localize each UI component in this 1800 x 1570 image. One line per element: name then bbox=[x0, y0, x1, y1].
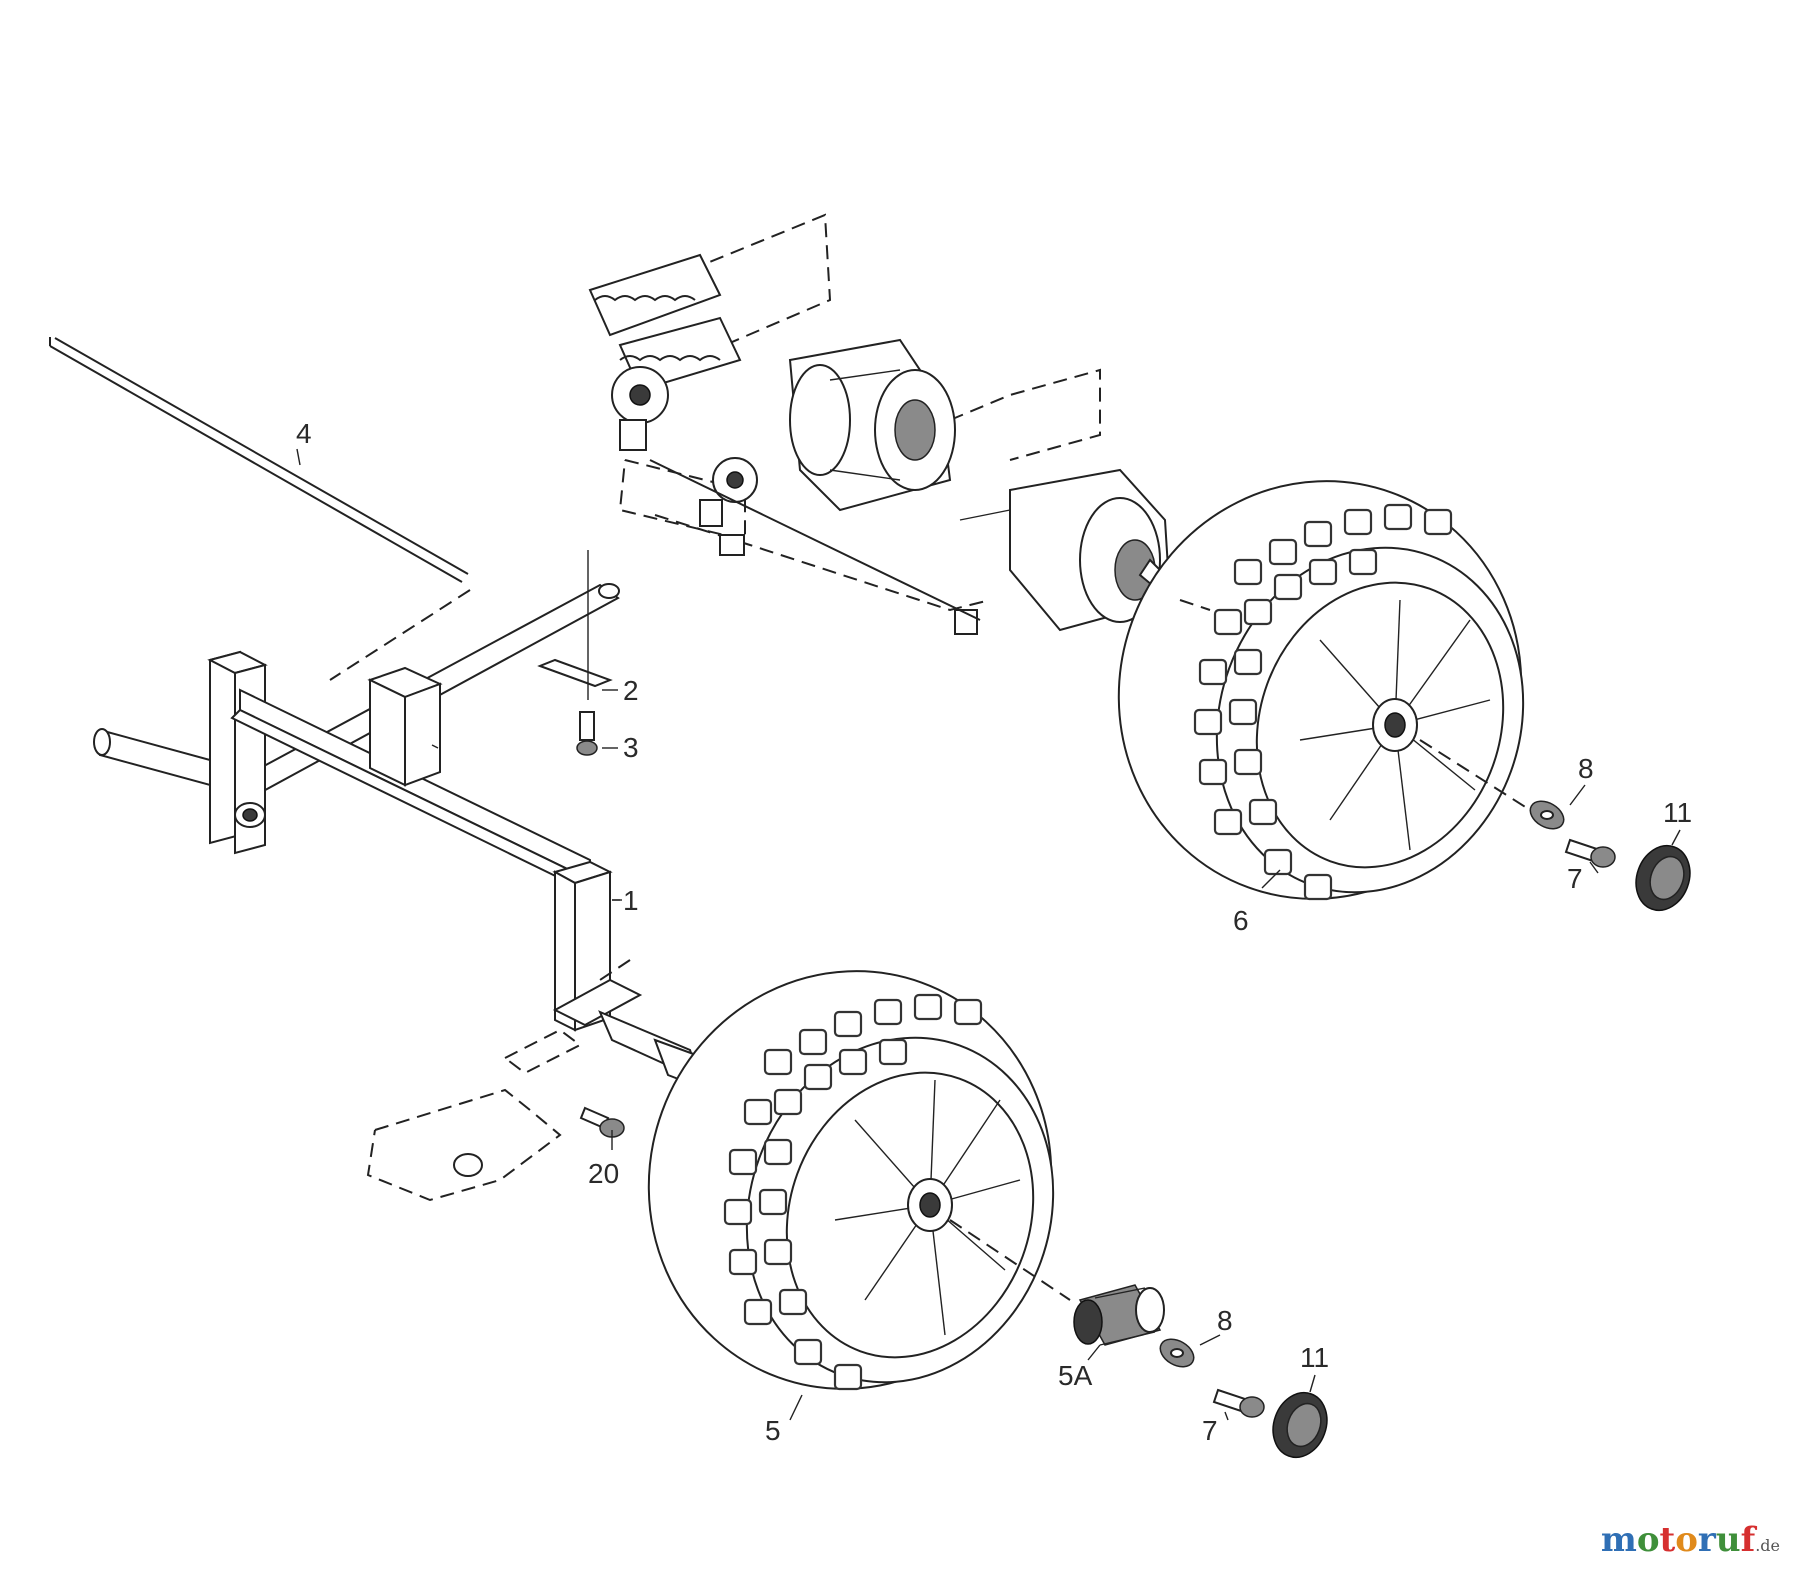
drive-chain bbox=[588, 253, 758, 503]
motoruf-watermark-logo: motoruf.de bbox=[1600, 1520, 1780, 1560]
label-part-11-lower: 11 bbox=[1300, 1342, 1329, 1373]
part-11-cap-lower bbox=[1272, 1391, 1328, 1459]
label-part-1: 1 bbox=[623, 885, 639, 916]
part-5a-bushing bbox=[1073, 1284, 1165, 1346]
label-part-6: 6 bbox=[1233, 905, 1249, 936]
label-part-4: 4 bbox=[296, 418, 312, 449]
label-part-5a: 5A bbox=[1058, 1360, 1093, 1391]
label-part-3: 3 bbox=[623, 732, 639, 763]
part-2-plate bbox=[537, 550, 613, 700]
part-11-cap-upper bbox=[1635, 844, 1691, 912]
label-part-8-upper: 8 bbox=[1578, 753, 1594, 784]
part-7-bolt-lower bbox=[1212, 1388, 1265, 1418]
part-5-wheel bbox=[647, 970, 1055, 1391]
part-4-rod bbox=[49, 337, 471, 681]
part-number-labels: 4 2 3 1 20 6 8 7 11 5 5A 8 7 11 bbox=[296, 418, 1692, 1446]
label-part-7-upper: 7 bbox=[1567, 863, 1583, 894]
wheel-6-tread bbox=[1193, 503, 1453, 901]
label-part-5: 5 bbox=[765, 1415, 781, 1446]
part-8-washer-upper bbox=[1529, 800, 1565, 830]
part-20-bolt bbox=[579, 1106, 625, 1138]
label-part-11-upper: 11 bbox=[1663, 797, 1692, 828]
part-6-wheel bbox=[1117, 480, 1525, 901]
label-part-7-lower: 7 bbox=[1202, 1415, 1218, 1446]
part-7-bolt-upper bbox=[1564, 838, 1616, 868]
gearbox-housing bbox=[788, 338, 956, 512]
transmission-assembly bbox=[588, 213, 1184, 635]
label-part-2: 2 bbox=[623, 675, 639, 706]
label-part-20: 20 bbox=[588, 1158, 619, 1189]
label-part-8-lower: 8 bbox=[1217, 1305, 1233, 1336]
part-3-screw bbox=[576, 711, 598, 756]
leader-lines bbox=[602, 599, 1681, 1421]
wheel-5-tread bbox=[723, 993, 983, 1391]
part-8-washer-lower bbox=[1159, 1338, 1195, 1368]
